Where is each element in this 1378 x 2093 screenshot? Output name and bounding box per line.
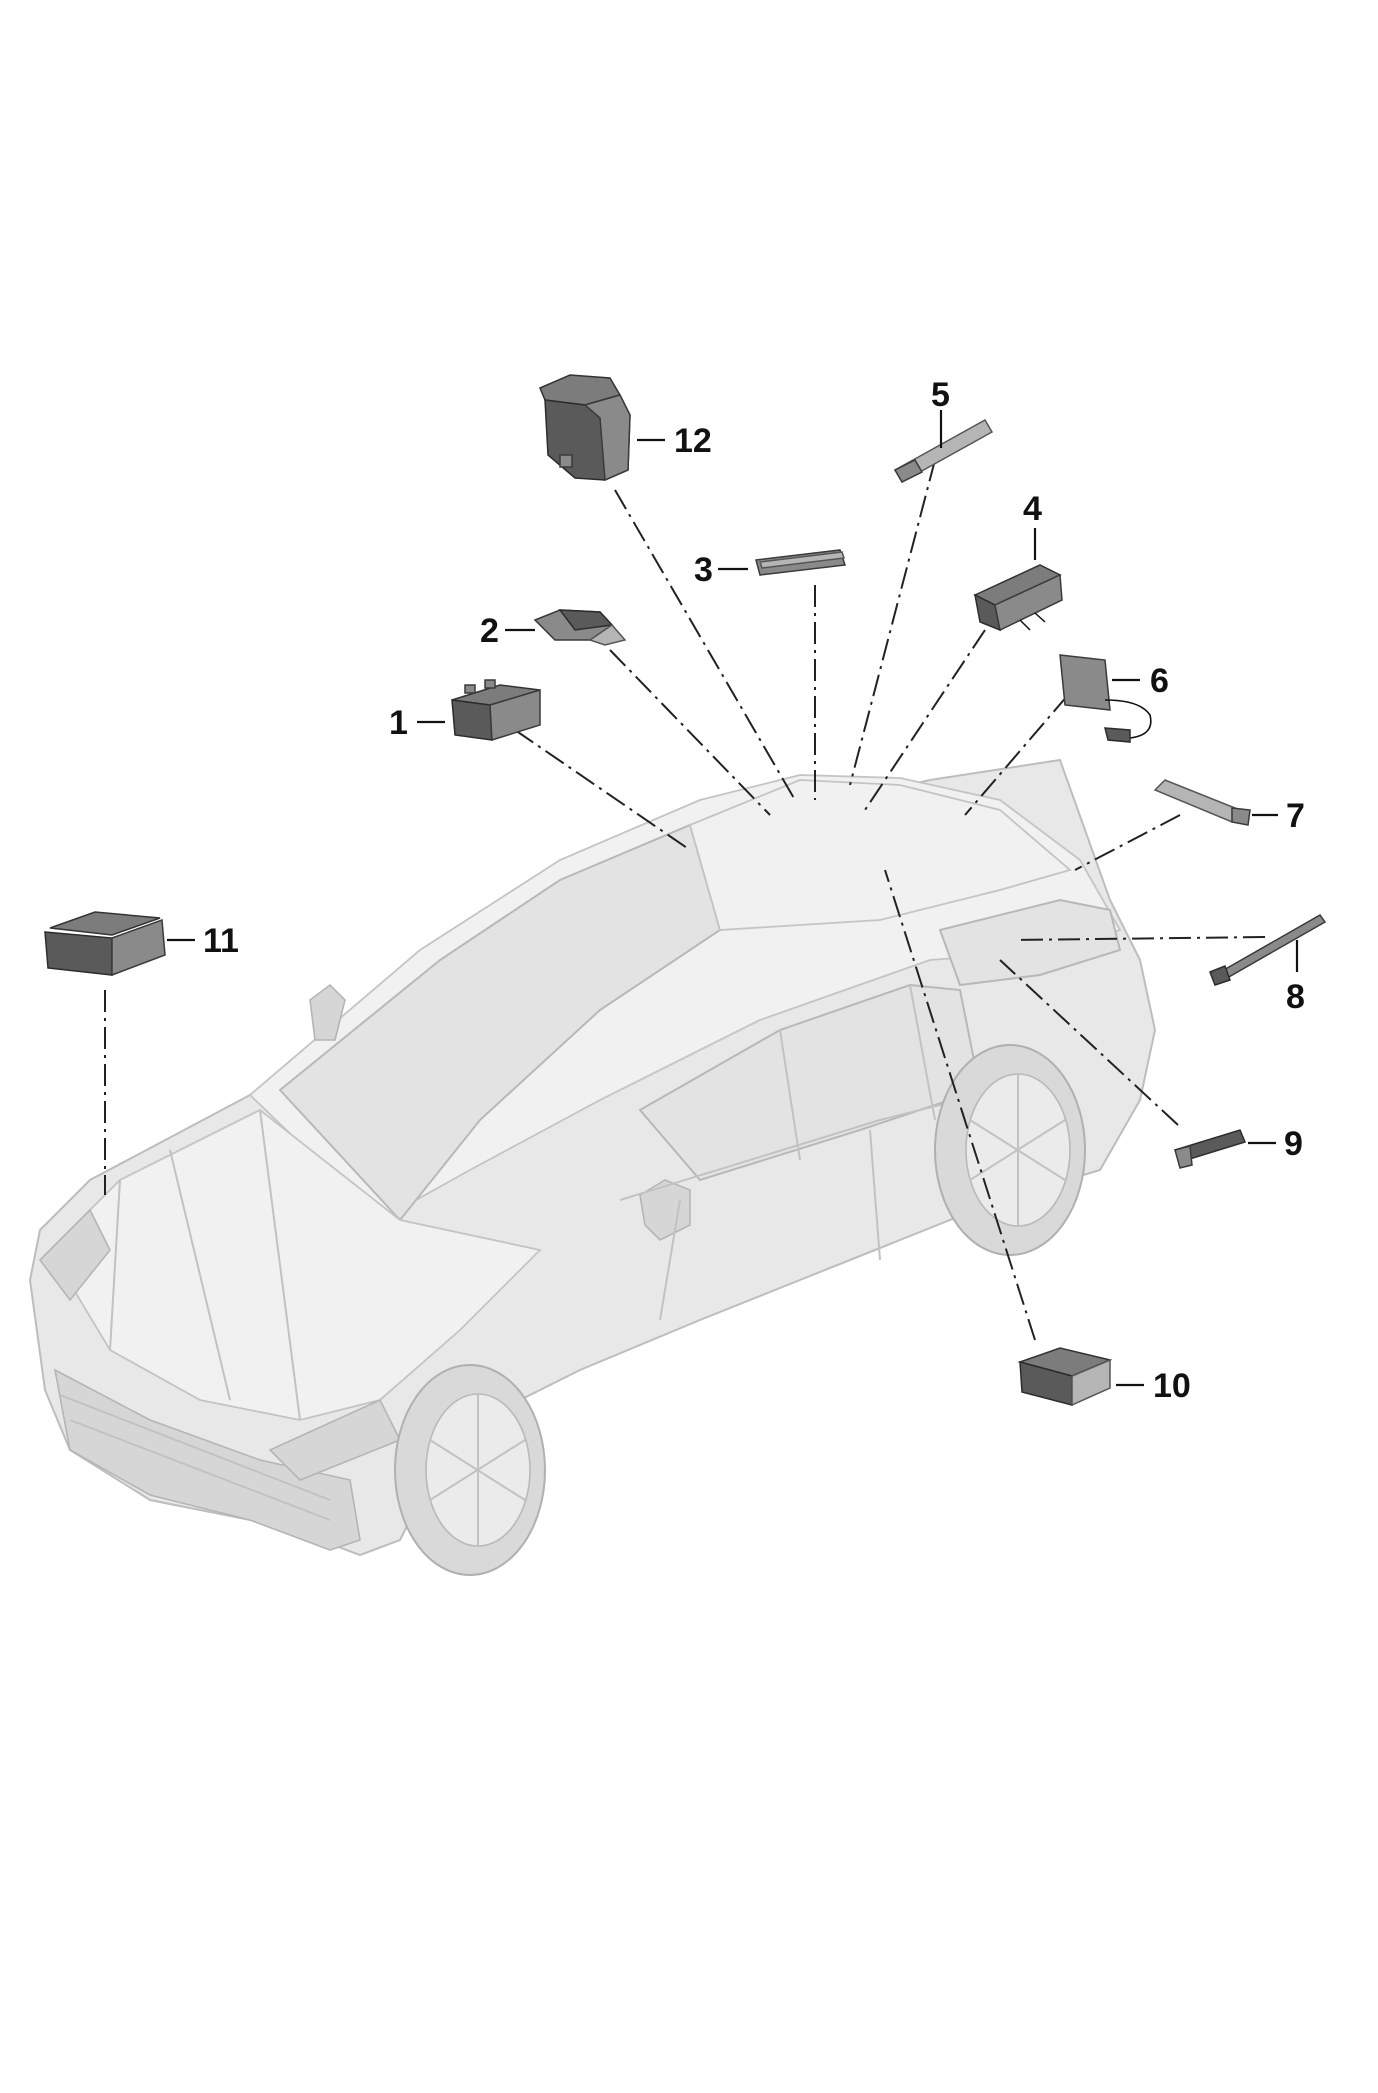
part-3-antenna-bar-icon[interactable] xyxy=(755,549,847,576)
callout-7: 7 xyxy=(1286,797,1305,835)
part-9-antenna-icon[interactable] xyxy=(1173,1129,1247,1169)
part-4-control-unit-icon[interactable] xyxy=(973,564,1063,632)
part-6-antenna-plate-icon[interactable] xyxy=(1059,654,1152,743)
leader-lines xyxy=(104,459,1266,1341)
callout-11: 11 xyxy=(203,922,239,960)
part-12-control-box-icon[interactable] xyxy=(539,374,631,482)
callout-2: 2 xyxy=(480,612,499,650)
part-2-sensor-icon[interactable] xyxy=(533,609,627,646)
callout-5: 5 xyxy=(931,376,950,414)
callout-9: 9 xyxy=(1284,1125,1303,1163)
leader-10 xyxy=(884,869,1036,1341)
callout-4: 4 xyxy=(1023,490,1042,528)
callout-1: 1 xyxy=(389,704,408,742)
leader-2 xyxy=(609,649,771,816)
car-illustration xyxy=(28,758,1157,1576)
part-10-module-icon[interactable] xyxy=(1017,1347,1113,1407)
part-1-module-icon[interactable] xyxy=(451,679,541,742)
leader-9 xyxy=(999,959,1179,1126)
leader-8 xyxy=(1014,936,1266,941)
part-5-antenna-icon[interactable] xyxy=(893,418,994,484)
part-7-antenna-bar-icon[interactable] xyxy=(1153,779,1251,826)
leader-1 xyxy=(514,729,691,851)
leader-5 xyxy=(849,459,936,786)
callout-10: 10 xyxy=(1153,1367,1191,1405)
callout-labels: 12 5 3 4 2 6 1 7 11 8 9 10 xyxy=(203,376,1305,1405)
leader-6 xyxy=(964,694,1069,816)
leader-12 xyxy=(614,489,796,801)
callout-6: 6 xyxy=(1150,662,1169,700)
part-11-control-unit-icon[interactable] xyxy=(44,911,166,977)
callout-3: 3 xyxy=(694,551,713,589)
callout-leaders xyxy=(167,410,1299,1387)
callout-12: 12 xyxy=(674,422,712,460)
callout-8: 8 xyxy=(1286,978,1305,1016)
leader-7 xyxy=(1074,814,1181,871)
part-8-rod-antenna-icon[interactable] xyxy=(1209,914,1327,986)
